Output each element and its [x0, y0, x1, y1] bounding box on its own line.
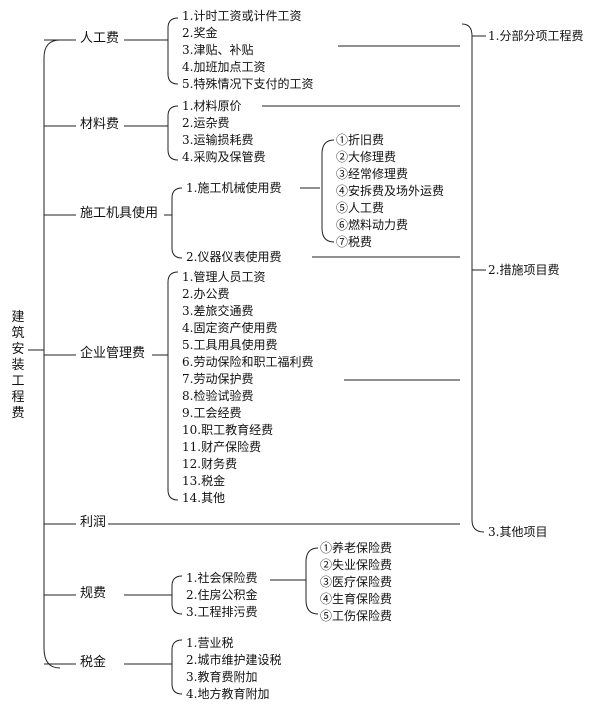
management-item: 9.工会经费: [182, 406, 242, 420]
category-profit: 利润: [80, 515, 107, 530]
management-item: 1.管理人员工资: [182, 270, 266, 284]
root-label: 建筑安装工程费: [11, 310, 25, 421]
management-item: 6.劳动保险和职工福利费: [182, 355, 314, 369]
machine-sub-item: ④安拆费及场外运费: [336, 184, 445, 198]
fees-item: 3.工程排污费: [186, 605, 258, 619]
machine-item: 2.仪器仪表使用费: [186, 250, 282, 264]
material-item: 3.运输损耗费: [182, 133, 254, 147]
category-fees: 规费: [80, 586, 107, 601]
management-bracket: [167, 271, 179, 501]
machine-sub-item: ⑥燃料动力费: [336, 218, 409, 232]
management-item: 7.劳动保护费: [182, 372, 254, 386]
management-item: 3.差旅交通费: [182, 304, 254, 318]
material-item: 4.采购及保管费: [182, 150, 266, 164]
social-insurance-item: ②失业保险费: [320, 558, 393, 572]
category-tax: 税金: [80, 655, 107, 670]
management-item: 8.检验试验费: [182, 389, 254, 403]
machine-bracket: [171, 187, 183, 259]
social-sub-bracket: [305, 547, 319, 615]
machine-sub-bracket: [321, 139, 335, 243]
labor-item: 3.津贴、补贴: [182, 43, 254, 57]
right-item-division: 1.分部分项工程费: [488, 29, 584, 43]
fees-item: 1.社会保险费: [186, 571, 258, 585]
management-item: 12.财务费: [182, 457, 238, 471]
management-item: 13.税金: [182, 474, 226, 488]
right-item-measures: 2.措施项目费: [488, 263, 560, 277]
category-labor: 人工费: [80, 31, 120, 46]
machine-sub-item: ②大修理费: [336, 150, 397, 164]
tax-item: 3.教育费附加: [186, 670, 258, 684]
management-item: 5.工具用具使用费: [182, 338, 278, 352]
management-item: 10.职工教育经费: [182, 423, 274, 437]
fees-item: 2.住房公积金: [186, 588, 258, 602]
machine-sub-item: ⑤人工费: [336, 201, 385, 215]
labor-item: 4.加班加点工资: [182, 60, 266, 74]
management-item: 14.其他: [182, 491, 226, 505]
machine-item: 1.施工机械使用费: [186, 181, 282, 195]
tax-item: 4.地方教育附加: [186, 687, 270, 701]
category-material: 材料费: [80, 117, 120, 132]
category-machine: 施工机具使用: [80, 206, 159, 221]
social-insurance-item: ⑤工伤保险费: [320, 609, 393, 623]
machine-sub-item: ①折旧费: [336, 133, 385, 147]
tax-item: 2.城市维护建设税: [186, 653, 282, 667]
management-item: 4.固定资产使用费: [182, 321, 278, 335]
social-insurance-item: ③医疗保险费: [320, 575, 393, 589]
material-item: 1.材料原价: [182, 99, 242, 113]
fees-bracket: [171, 575, 183, 615]
material-bracket: [167, 105, 179, 161]
social-insurance-item: ④生育保险费: [320, 592, 393, 606]
right-bracket: [461, 23, 485, 533]
machine-sub-item: ⑦税费: [336, 235, 373, 249]
tax-bracket: [171, 639, 183, 695]
root-bracket: [43, 39, 61, 669]
labor-item: 1.计时工资或计件工资: [182, 9, 302, 23]
social-insurance-item: ①养老保险费: [320, 541, 393, 555]
tax-item: 1.营业税: [186, 636, 234, 650]
material-item: 2.运杂费: [182, 116, 230, 130]
labor-bracket: [167, 17, 179, 85]
right-item-other: 3.其他项目: [488, 525, 548, 539]
labor-item: 2.奖金: [182, 26, 218, 40]
management-item: 2.办公费: [182, 287, 230, 301]
machine-sub-item: ③经常修理费: [336, 167, 409, 181]
labor-item: 5.特殊情况下支付的工资: [182, 77, 314, 91]
management-item: 11.财产保险费: [182, 440, 262, 454]
category-management: 企业管理费: [80, 346, 146, 361]
